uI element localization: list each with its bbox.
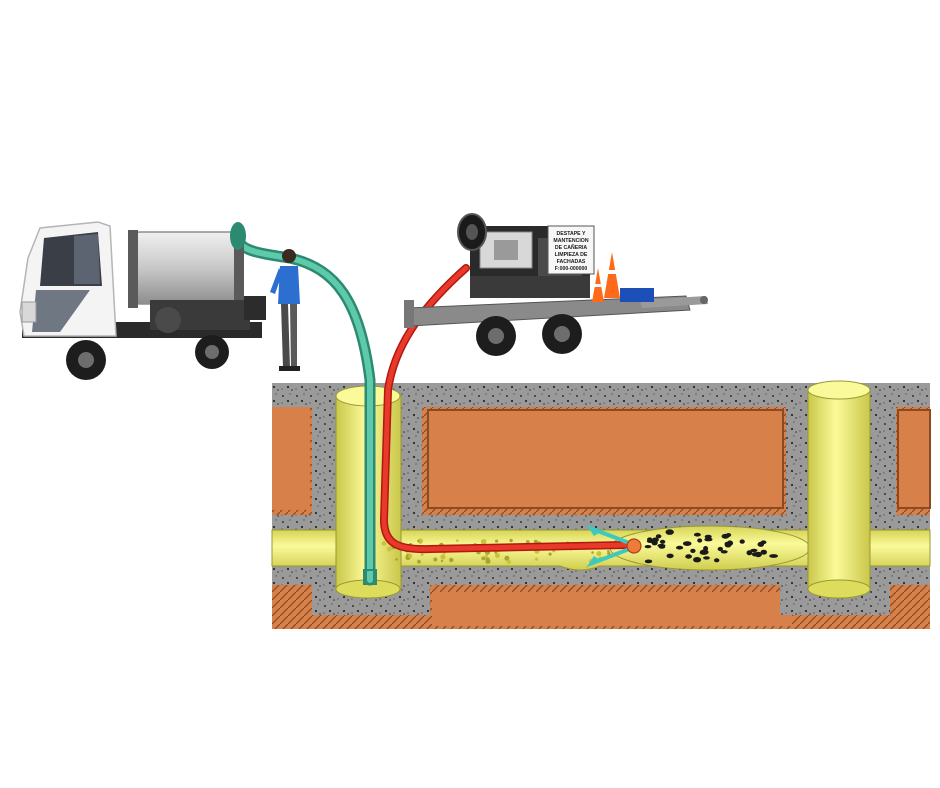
sign-line-5: FACHADAS bbox=[557, 259, 586, 265]
clog-particle bbox=[750, 548, 758, 553]
right-manhole-bottom bbox=[807, 579, 871, 599]
debris-pebble bbox=[381, 541, 387, 546]
debris-pebble bbox=[485, 558, 491, 564]
clog-particle bbox=[655, 534, 662, 539]
clog-particle bbox=[644, 545, 652, 549]
clog-particle bbox=[697, 538, 703, 543]
clog-particle bbox=[659, 539, 666, 544]
clog-particle bbox=[717, 546, 723, 552]
sign-line-2: MANTENCION bbox=[553, 238, 588, 244]
suction-hose-end bbox=[363, 569, 377, 585]
right-manhole-shaft bbox=[807, 389, 871, 591]
debris-pebble bbox=[417, 559, 421, 564]
suction-hose-highlight bbox=[233, 229, 373, 583]
clog-particle bbox=[721, 533, 730, 539]
debris-pebble bbox=[440, 554, 446, 560]
debris-pebble bbox=[388, 546, 393, 550]
clog-particle bbox=[657, 543, 666, 548]
nozzle-icon bbox=[586, 524, 642, 568]
vacuum-truck-icon bbox=[19, 221, 266, 380]
debris-pebble bbox=[534, 557, 539, 561]
debris-pebble bbox=[526, 540, 530, 544]
soil-block-left bbox=[272, 405, 310, 510]
debris-pebble bbox=[509, 538, 513, 543]
clog-particle bbox=[746, 550, 753, 556]
sign-line-3: DE CAÑERIA bbox=[555, 244, 588, 251]
sign-line-6: F:000-000000 bbox=[555, 266, 588, 272]
debris-pebble bbox=[607, 551, 611, 556]
clog-particle bbox=[690, 548, 696, 554]
clog-particle bbox=[699, 551, 708, 555]
debris-pebble bbox=[548, 552, 552, 556]
clog-particle bbox=[714, 558, 720, 563]
soil-block-right bbox=[897, 409, 931, 509]
clog-particle bbox=[693, 557, 702, 563]
clog-particle bbox=[703, 556, 710, 560]
jetter-trailer-icon: DESTAPE Y MANTENCION DE CAÑERIA LIMPIEZA… bbox=[404, 213, 708, 356]
debris-pebble bbox=[417, 539, 420, 543]
debris-pebble bbox=[596, 551, 602, 557]
clog-particle bbox=[665, 529, 674, 535]
traffic-cone-icon bbox=[592, 252, 620, 302]
clog-particle bbox=[757, 541, 765, 547]
soil-block-bottom bbox=[432, 592, 792, 626]
debris-pebble bbox=[395, 558, 398, 561]
clog-particle bbox=[682, 541, 692, 546]
clog-particle bbox=[724, 542, 732, 548]
jet-hose-highlight bbox=[381, 265, 628, 552]
debris-pebble bbox=[456, 539, 459, 542]
right-manhole-top bbox=[807, 380, 871, 400]
clog-particle bbox=[651, 537, 659, 542]
debris-pebble bbox=[484, 554, 488, 558]
debris-pebble bbox=[420, 552, 424, 557]
debris-pebble bbox=[495, 539, 499, 543]
clog-particle bbox=[754, 551, 762, 558]
debris-pebble bbox=[506, 559, 511, 564]
debris-pebble bbox=[449, 557, 454, 563]
sign-line-1: DESTAPE Y bbox=[557, 231, 586, 237]
clog-particle bbox=[769, 554, 778, 558]
clog-particle bbox=[704, 537, 713, 542]
debris-pebble bbox=[440, 559, 444, 563]
clog-particle bbox=[739, 539, 745, 544]
debris-pebble bbox=[504, 555, 510, 561]
clog-particle bbox=[703, 546, 709, 551]
debris-pebble bbox=[408, 553, 413, 559]
debris-pebble bbox=[480, 538, 487, 545]
debris-pebble bbox=[433, 557, 438, 562]
clog-particle bbox=[685, 554, 692, 559]
debris-pebble bbox=[591, 551, 594, 554]
clog-particle bbox=[720, 550, 728, 554]
clog-particle bbox=[760, 549, 767, 555]
clog-particle bbox=[647, 537, 653, 542]
soil-block-middle bbox=[427, 409, 784, 509]
clog-particle bbox=[644, 559, 653, 564]
worker-icon bbox=[270, 249, 300, 371]
service-sign bbox=[547, 225, 595, 275]
sign-line-4: LIMPIEZA DE bbox=[555, 252, 588, 258]
clog-particle bbox=[676, 545, 684, 550]
clog-particle bbox=[693, 532, 701, 537]
clog-particle bbox=[704, 534, 712, 539]
clog-particle bbox=[666, 553, 674, 559]
debris-pebble bbox=[481, 556, 486, 561]
underground-section bbox=[271, 380, 931, 629]
debris-pebble bbox=[494, 553, 500, 558]
